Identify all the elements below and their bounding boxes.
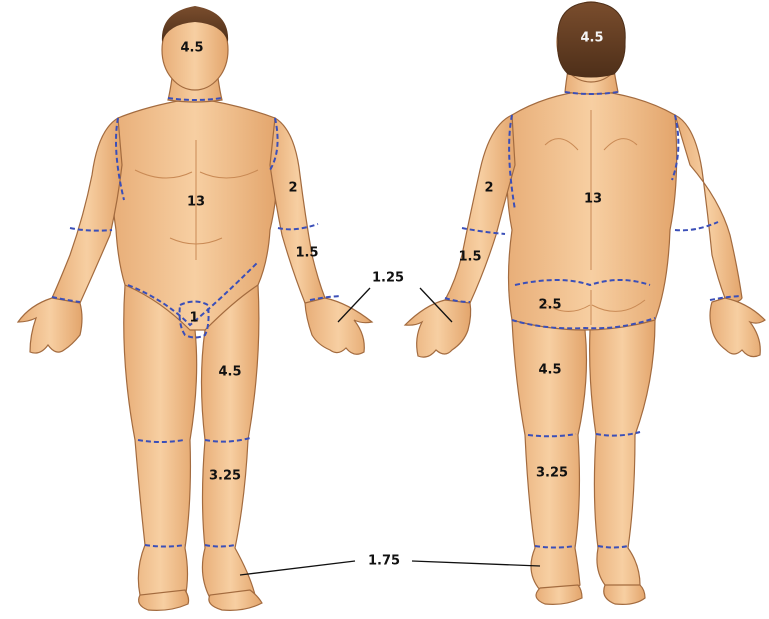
back-buttock-label: 2.5 [538,298,561,313]
back-right-leg [512,320,586,593]
foot-pointer-back [412,561,540,566]
front-right-arm [52,118,122,303]
front-right-hand [18,298,82,353]
back-thigh-label: 4.5 [538,363,561,378]
pointer-lines [240,288,540,575]
back-left-hand [710,298,765,357]
front-upper-arm-label: 2 [288,181,297,196]
back-right-hand [405,300,471,357]
back-left-leg [590,320,655,590]
back-left-arm [675,115,742,302]
back-feet [536,585,645,604]
front-feet [139,590,262,610]
front-head-label: 4.5 [180,41,203,56]
back-right-arm [445,115,515,304]
foot-pointer-front [240,561,355,575]
back-figure [405,2,765,593]
front-forearm-label: 1.5 [295,246,318,261]
back-head-label: 4.5 [580,31,603,46]
front-lower-leg-label: 3.25 [209,469,241,484]
front-trunk-label: 13 [187,195,205,210]
front-genitals-label: 1 [189,311,198,326]
hand-label: 1.25 [372,271,404,286]
front-figure [18,10,372,602]
foot-label: 1.75 [368,554,400,569]
back-lower-leg-label: 3.25 [536,466,568,481]
back-trunk-label: 13 [584,192,602,207]
front-left-hand [305,298,372,354]
back-forearm-label: 1.5 [458,250,481,265]
back-upper-arm-label: 2 [484,181,493,196]
back-torso [507,90,677,330]
front-thigh-label: 4.5 [218,365,241,380]
front-left-leg [202,285,259,602]
front-right-leg [124,285,197,601]
